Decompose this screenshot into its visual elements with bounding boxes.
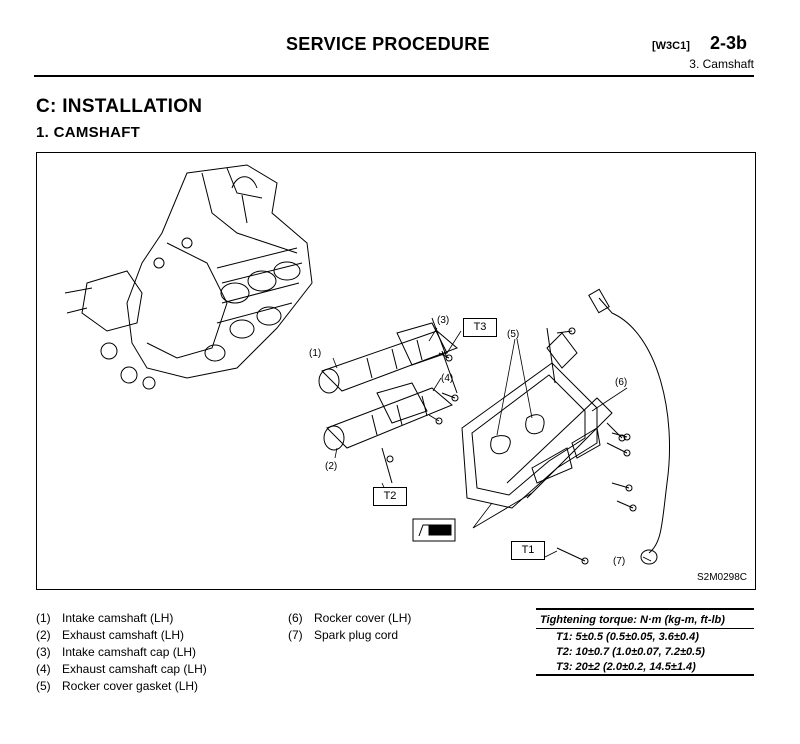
legend-item: (1) Intake camshaft (LH) [36,610,207,627]
legend-num: (7) [288,628,303,642]
section-title: C: INSTALLATION [36,96,203,117]
header-divider [34,75,754,77]
legend-num: (3) [36,645,51,659]
spark-plug-cord-drawing [588,288,670,565]
callout-7: (7) [613,556,626,567]
legend-text: Intake camshaft cap (LH) [62,645,197,659]
page-subsection: 3. Camshaft [689,57,754,71]
legend-num: (5) [36,679,51,693]
callout-5: (5) [507,329,520,340]
tightening-torque-table: Tightening torque: N·m (kg-m, ft-lb) T1:… [536,608,754,676]
callout-6: (6) [615,377,628,388]
legend-item: (3) Intake camshaft cap (LH) [36,644,207,661]
callout-3: (3) [437,315,450,326]
legend-num: (6) [288,611,303,625]
callout-1: (1) [309,348,322,359]
rocker-cover-drawing [461,327,613,509]
camshaft-assembly-drawing [318,317,458,484]
parts-legend-left: (1) Intake camshaft (LH) (2) Exhaust camsh… [36,610,207,695]
torque-box-t1: T1 [511,541,545,560]
torque-row-t1: T1: 5±0.5 (0.5±0.05, 3.6±0.4) [556,631,699,643]
legend-item: (6) Rocker cover (LH) [288,610,411,627]
engine-block-drawing [64,164,313,390]
legend-item: (7) Spark plug cord [288,627,411,644]
legend-item: (5) Rocker cover gasket (LH) [36,678,207,695]
legend-text: Rocker cover gasket (LH) [62,679,199,693]
legend-num: (1) [36,611,51,625]
legend-text: Intake camshaft (LH) [62,611,174,625]
legend-num: (4) [36,662,51,676]
legend-text: Exhaust camshaft (LH) [62,628,185,642]
callout-2: (2) [325,461,338,472]
page-header-code: [W3C1] [652,40,690,52]
parts-legend-right: (6) Rocker cover (LH) (7) Spark plug cord [288,610,411,644]
bolts-drawing [428,327,637,565]
torque-box-t3: T3 [463,318,497,337]
legend-item: (2) Exhaust camshaft (LH) [36,627,207,644]
page-header-title: SERVICE PROCEDURE [286,34,490,54]
legend-num: (2) [36,628,51,642]
legend-text: Rocker cover (LH) [314,611,412,625]
leader-lines [332,327,652,562]
callout-4: (4) [441,373,454,384]
torque-box-t2: T2 [373,487,407,506]
legend-item: (4) Exhaust camshaft cap (LH) [36,661,207,678]
sealant-icon [412,518,456,542]
subsection-title: 1. CAMSHAFT [36,124,141,141]
exploded-diagram-illustration [64,164,670,565]
torque-row-t2: T2: 10±0.7 (1.0±0.07, 7.2±0.5) [556,646,705,658]
torque-row-t3: T3: 20±2 (2.0±0.2, 14.5±1.4) [556,661,696,673]
torque-heading: Tightening torque: N·m (kg-m, ft-lb) [536,610,754,629]
figure-code: S2M0298C [696,572,747,583]
exploded-diagram-figure: (1) (2) (3) (4) (5) (6) (7) T1 T2 T3 S2M… [36,152,756,590]
legend-text: Exhaust camshaft cap (LH) [62,662,207,676]
page-number: 2-3b [710,33,748,53]
legend-text: Spark plug cord [314,628,399,642]
